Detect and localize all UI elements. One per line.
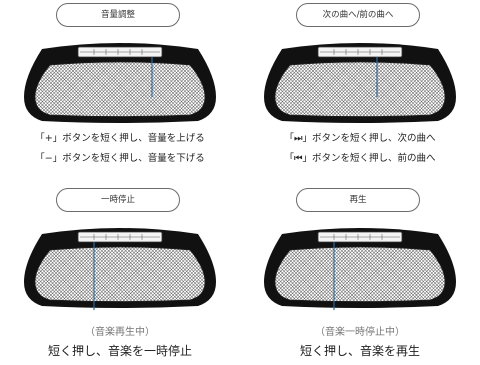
speaker-illustration — [240, 35, 480, 125]
track-caption-prev: 「⏮」ボタンを短く押し、前の曲へ — [284, 153, 436, 164]
pause-label: 一時停止 — [56, 188, 180, 212]
volume-label: 音量調整 — [56, 3, 180, 27]
volume-caption-up: 「+」ボタンを短く押し、音量を上げる — [35, 133, 205, 144]
speaker-illustration — [240, 220, 480, 310]
track-label: 次の曲へ/前の曲へ — [296, 3, 420, 27]
volume-caption-down: 「−」ボタンを短く押し、音量を下げる — [35, 153, 205, 164]
track-panel: 次の曲へ/前の曲へ 「⏭」ボタンを短く押し、次の曲へ 「⏮」ボタンを短く押し、前… — [240, 0, 480, 180]
play-status: （音楽一時停止中） — [315, 327, 405, 338]
speaker-illustration — [0, 35, 240, 125]
play-label: 再生 — [296, 188, 420, 212]
pause-caption: 短く押し、音楽を一時停止 — [47, 344, 192, 358]
track-caption-next: 「⏭」ボタンを短く押し、次の曲へ — [284, 133, 436, 144]
speaker-illustration — [0, 220, 240, 310]
pause-status: （音楽再生中） — [85, 327, 155, 338]
play-caption: 短く押し、音楽を再生 — [299, 344, 420, 358]
play-panel: 再生 （音楽一時停止中） 短く押し、音楽を再生 — [240, 185, 480, 365]
volume-panel: 音量調整 「+」ボタンを短く押し、音量を上げる 「−」ボタンを短く押し、音量を下… — [0, 0, 240, 180]
pause-panel: 一時停止 （音楽再生中） 短く押し、音楽を一時停止 — [0, 185, 240, 365]
